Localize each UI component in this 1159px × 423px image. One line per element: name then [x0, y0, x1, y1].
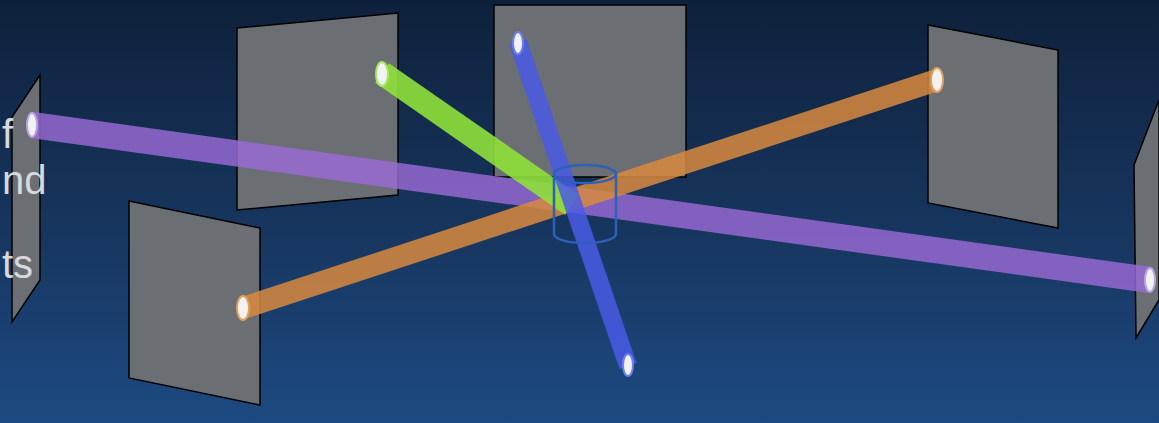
target-cylinder — [554, 165, 616, 243]
detector-panel — [1134, 100, 1159, 338]
beam-end — [623, 354, 633, 376]
beam-end — [513, 32, 523, 54]
beam-end — [931, 68, 943, 92]
beam-end — [27, 113, 37, 137]
beam-end — [1145, 268, 1155, 292]
detector-panel — [129, 201, 260, 405]
slide-text-fragment: f — [2, 114, 13, 154]
slide-text-fragment: nd — [2, 160, 47, 200]
detector-panel — [494, 5, 686, 177]
detector-panel — [928, 25, 1058, 228]
beam-end — [376, 62, 388, 86]
beam — [518, 42, 628, 366]
slide-text-fragment: ts — [2, 244, 33, 284]
beam-end — [237, 296, 249, 320]
